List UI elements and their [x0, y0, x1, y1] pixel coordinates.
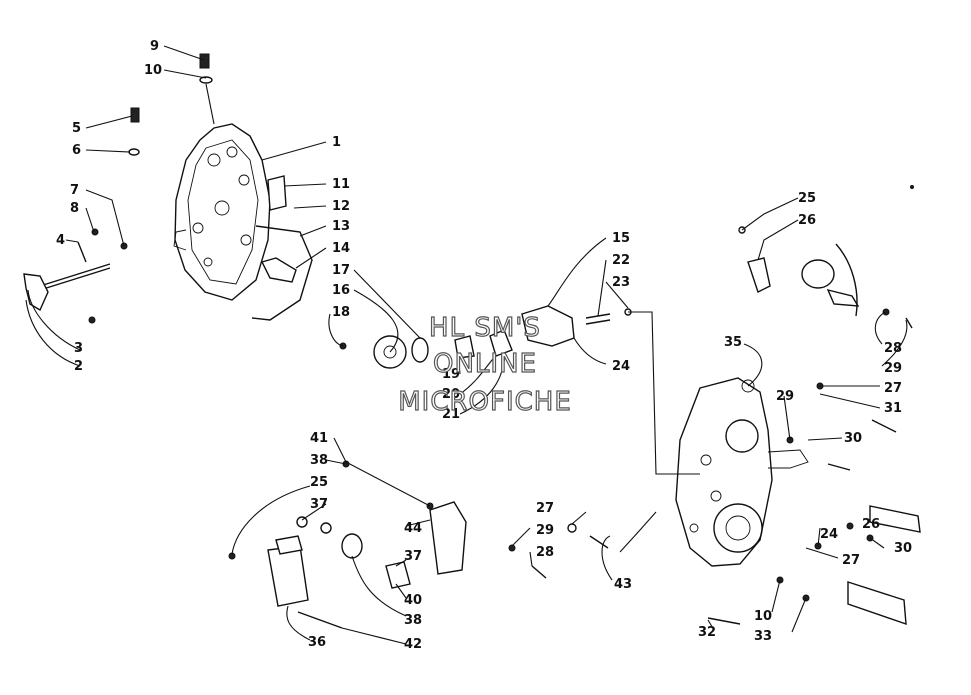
callout-15: 15 — [612, 231, 630, 246]
callout-25: 25 — [798, 191, 816, 206]
callout-24b: 24 — [820, 527, 838, 542]
callout-32: 32 — [698, 625, 716, 640]
callout-3: 3 — [74, 341, 83, 356]
callout-38: 38 — [310, 453, 328, 468]
watermark: HL SM'S ONLINE MICROFICHE — [398, 312, 572, 417]
callout-19: 19 — [442, 367, 460, 382]
callout-25b: 25 — [310, 475, 328, 490]
callout-17: 17 — [332, 263, 350, 278]
callout-42: 42 — [404, 637, 422, 652]
callout-21: 21 — [442, 407, 460, 422]
chaincase-housing-assembly — [675, 377, 921, 626]
callout-16: 16 — [332, 283, 350, 298]
callout-36: 36 — [308, 635, 326, 650]
callout-27b: 27 — [842, 553, 860, 568]
callout-44: 44 — [404, 521, 422, 536]
callout-labels: 9 10 5 6 1 11 7 8 12 13 4 14 17 16 18 3 … — [56, 39, 912, 652]
callout-2: 2 — [74, 359, 83, 374]
callout-30: 30 — [844, 431, 862, 446]
callout-38b: 38 — [404, 613, 422, 628]
watermark-line-3: MICROFICHE — [398, 387, 572, 417]
callout-28c: 28 — [536, 545, 554, 560]
callout-37b: 37 — [404, 549, 422, 564]
chaincase-cover-assembly — [23, 53, 313, 324]
callout-20: 20 — [442, 387, 460, 402]
callout-8: 8 — [70, 201, 79, 216]
callout-1: 1 — [332, 135, 341, 150]
callout-11: 11 — [332, 177, 350, 192]
callout-10b: 10 — [754, 609, 772, 624]
callout-35: 35 — [724, 335, 742, 350]
callout-24: 24 — [612, 359, 630, 374]
watermark-line-2: ONLINE — [433, 349, 537, 379]
callout-37: 37 — [310, 497, 328, 512]
callout-26: 26 — [798, 213, 816, 228]
callout-6: 6 — [72, 143, 81, 158]
callout-7: 7 — [70, 183, 79, 198]
callout-28: 28 — [884, 341, 902, 356]
callout-18: 18 — [332, 305, 350, 320]
callout-30b: 30 — [894, 541, 912, 556]
callout-29: 29 — [884, 361, 902, 376]
callout-27c: 27 — [536, 501, 554, 516]
callout-33: 33 — [754, 629, 772, 644]
callout-40: 40 — [404, 593, 422, 608]
callout-12: 12 — [332, 199, 350, 214]
sprocket-tensioner-group — [339, 305, 632, 369]
callout-29b: 29 — [776, 389, 794, 404]
callout-23: 23 — [612, 275, 630, 290]
callout-41: 41 — [310, 431, 328, 446]
lower-bracket-assembly — [228, 460, 609, 629]
callout-26b: 26 — [862, 517, 880, 532]
upper-bracket-assembly — [738, 226, 913, 329]
callout-31: 31 — [884, 401, 902, 416]
leader-lines — [25, 45, 908, 645]
callout-43: 43 — [614, 577, 632, 592]
callout-5: 5 — [72, 121, 81, 136]
callout-13: 13 — [332, 219, 350, 234]
callout-27: 27 — [884, 381, 902, 396]
watermark-line-1: HL SM'S — [429, 313, 541, 343]
callout-9: 9 — [150, 39, 159, 54]
callout-22: 22 — [612, 253, 630, 268]
callout-4: 4 — [56, 233, 65, 248]
callout-29c: 29 — [536, 523, 554, 538]
stray-dot — [910, 185, 914, 189]
callout-10: 10 — [144, 63, 162, 78]
callout-14: 14 — [332, 241, 350, 256]
